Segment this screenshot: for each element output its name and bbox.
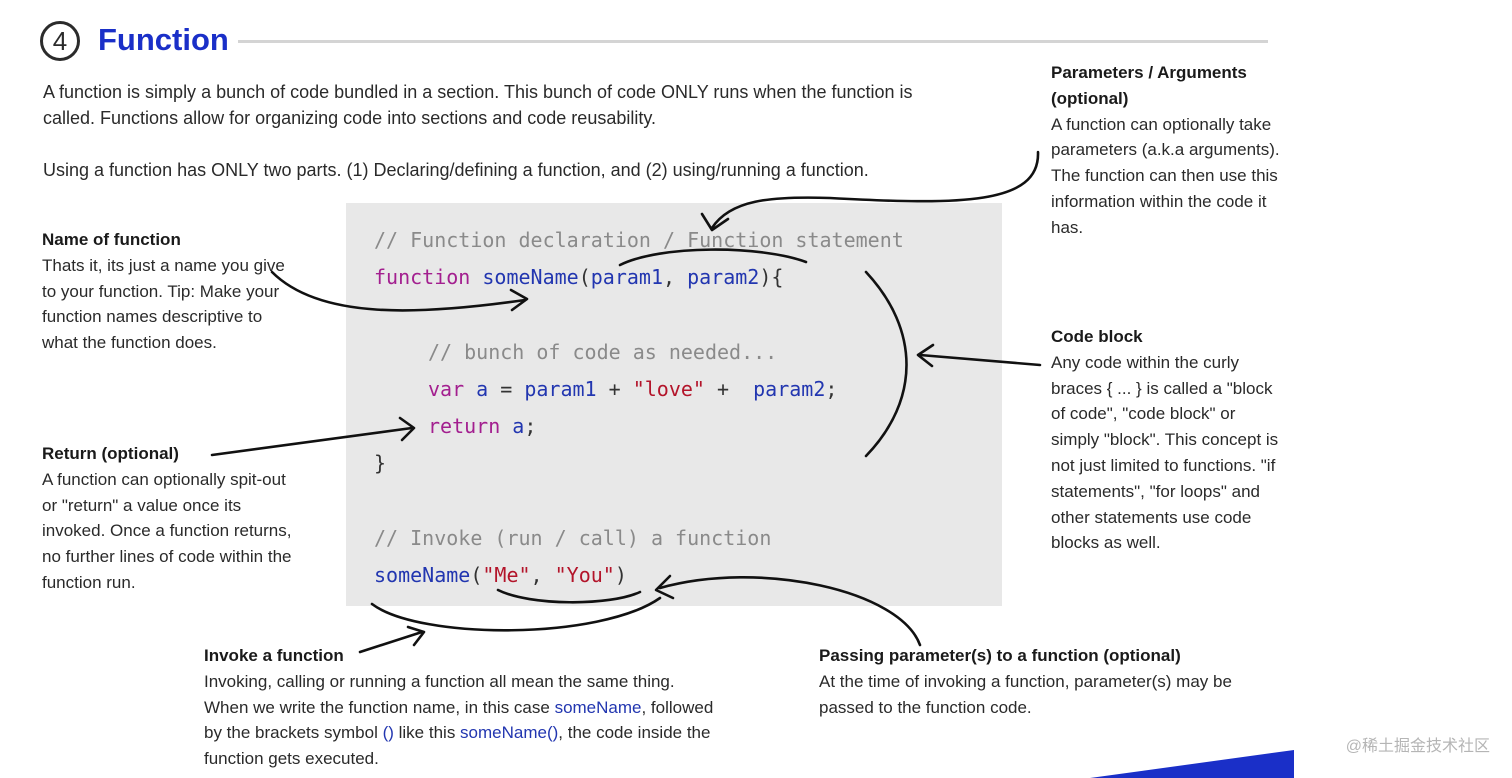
param2-use: param2 bbox=[753, 377, 826, 401]
codeblock-arrow bbox=[918, 353, 1042, 367]
param1: param1 bbox=[590, 265, 663, 289]
codeblock-arrow-head bbox=[916, 343, 935, 368]
code-comment-declaration: // Function declaration / Function state… bbox=[374, 228, 904, 252]
plus-1: + bbox=[596, 377, 633, 401]
note-return-heading: Return (optional) bbox=[42, 444, 179, 463]
intro-paragraph-1: A function is simply a bunch of code bun… bbox=[43, 82, 913, 128]
string-love: "love" bbox=[632, 377, 705, 401]
keyword-return: return bbox=[428, 414, 501, 438]
note-invoke-heading: Invoke a function bbox=[204, 646, 344, 665]
param1-use: param1 bbox=[524, 377, 597, 401]
return-a: a bbox=[512, 414, 525, 438]
note-passing-parameters: Passing parameter(s) to a function (opti… bbox=[819, 643, 1249, 720]
invoke-highlight-somename: someName bbox=[554, 697, 642, 717]
note-name-body: Thats it, its just a name you give to yo… bbox=[42, 255, 285, 353]
args-arc bbox=[496, 588, 642, 604]
note-passing-body: At the time of invoking a function, para… bbox=[819, 671, 1232, 717]
open-paren: ( bbox=[578, 265, 591, 289]
invoke-text-3: like this bbox=[393, 723, 461, 743]
code-line-function-signature: function someName(param1, param2){ bbox=[374, 264, 783, 290]
name-arrow bbox=[270, 270, 527, 312]
step-number-badge: 4 bbox=[40, 21, 80, 61]
note-codeblock-heading: Code block bbox=[1051, 327, 1143, 346]
passing-arrow bbox=[658, 576, 922, 647]
function-name: someName bbox=[482, 265, 579, 289]
call-comma: , bbox=[530, 563, 555, 587]
invoke-text-4: , the code inside the function gets exec… bbox=[204, 723, 711, 769]
name-arrow-head bbox=[509, 288, 529, 312]
page-title: Function bbox=[98, 22, 229, 57]
code-line-return: return a; bbox=[428, 413, 536, 439]
param2: param2 bbox=[687, 265, 760, 289]
note-return: Return (optional) A function can optiona… bbox=[42, 441, 292, 596]
note-params-heading: Parameters / Arguments (optional) bbox=[1051, 63, 1247, 108]
note-invoke: Invoke a function Invoking, calling or r… bbox=[204, 643, 719, 772]
note-invoke-body: Invoking, calling or running a function … bbox=[204, 669, 719, 772]
invoke-text-1: Invoking, calling or running a function … bbox=[204, 671, 675, 717]
invoke-arc bbox=[370, 596, 662, 632]
note-name-heading: Name of function bbox=[42, 230, 181, 249]
code-line-invoke: someName("Me", "You") bbox=[374, 562, 627, 588]
title-divider bbox=[238, 40, 1268, 43]
semicolon-return: ; bbox=[524, 414, 537, 438]
var-a: a bbox=[476, 377, 489, 401]
params-arrow bbox=[710, 150, 1040, 230]
note-params-body: A function can optionally take parameter… bbox=[1051, 114, 1280, 237]
invoke-arrow-head bbox=[406, 625, 426, 647]
paren-brace: ){ bbox=[759, 265, 784, 289]
params-arrow-head bbox=[700, 212, 730, 232]
corner-accent-stripe bbox=[1090, 750, 1294, 778]
return-arrow bbox=[210, 426, 414, 457]
invoke-highlight-brackets: () bbox=[382, 723, 394, 743]
invoke-highlight-call: someName() bbox=[460, 723, 559, 743]
code-close-brace: } bbox=[374, 451, 387, 475]
plus-2: + bbox=[704, 377, 754, 401]
code-comment-body: // bunch of code as needed... bbox=[428, 340, 778, 364]
note-name-of-function: Name of function Thats it, its just a na… bbox=[42, 227, 287, 356]
semicolon: ; bbox=[825, 377, 838, 401]
codeblock-bracket bbox=[864, 270, 908, 458]
note-codeblock-body: Any code within the curly braces { ... }… bbox=[1051, 352, 1279, 553]
string-you: "You" bbox=[554, 563, 615, 587]
step-number: 4 bbox=[52, 25, 68, 56]
keyword-var: var bbox=[428, 377, 465, 401]
code-comment-invoke: // Invoke (run / call) a function bbox=[374, 526, 772, 550]
equals: = bbox=[488, 377, 525, 401]
invoke-text-2: , followed by the brackets symbol bbox=[204, 697, 714, 743]
call-close-paren: ) bbox=[614, 563, 627, 587]
passing-arrow-head bbox=[654, 574, 675, 600]
return-arrow-head bbox=[398, 416, 416, 442]
string-me: "Me" bbox=[482, 563, 531, 587]
call-function-name: someName bbox=[374, 563, 471, 587]
intro-paragraph-2: Using a function has ONLY two parts. (1)… bbox=[43, 160, 869, 180]
note-return-body: A function can optionally spit-out or "r… bbox=[42, 469, 292, 592]
call-open-paren: ( bbox=[470, 563, 483, 587]
watermark: @稀土掘金技术社区 bbox=[1345, 738, 1490, 755]
keyword-function: function bbox=[374, 265, 471, 289]
note-parameters: Parameters / Arguments (optional) A func… bbox=[1051, 60, 1281, 241]
code-line-var: var a = param1 + "love" + param2; bbox=[428, 376, 837, 402]
params-arc bbox=[618, 248, 808, 267]
note-passing-heading: Passing parameter(s) to a function (opti… bbox=[819, 646, 1181, 665]
invoke-arrow bbox=[358, 630, 424, 654]
code-snippet-box bbox=[346, 203, 1002, 606]
comma: , bbox=[663, 265, 688, 289]
note-code-block: Code block Any code within the curly bra… bbox=[1051, 324, 1281, 556]
